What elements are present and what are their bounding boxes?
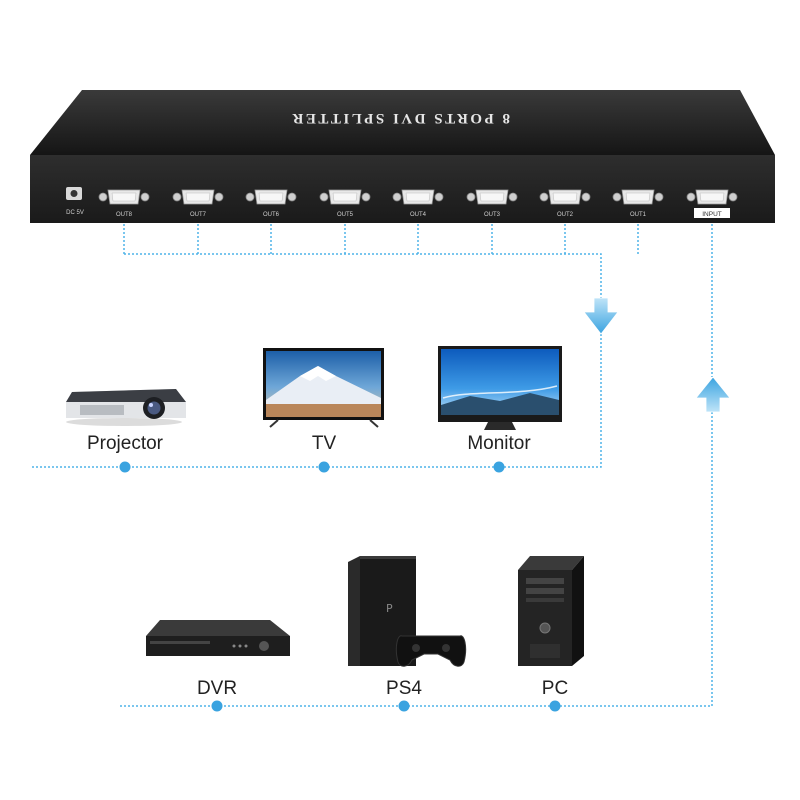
output-port-label: OUT7 (190, 212, 207, 218)
connection-lines (30, 224, 713, 707)
output-port-out7: OUT7 (172, 189, 224, 218)
device-top-panel (30, 90, 775, 155)
display-label-tv: TV (312, 433, 337, 454)
source-label-dvr: DVR (197, 678, 237, 699)
ps4-console-icon: P (348, 556, 467, 667)
output-port-out6: OUT6 (245, 189, 297, 218)
source-connection-dot (549, 700, 561, 712)
output-port-out5: OUT5 (319, 189, 371, 218)
source-connection-dot (398, 700, 410, 712)
connection-dots (119, 461, 561, 712)
output-port-out2: OUT2 (539, 189, 591, 218)
output-arrow-down (583, 297, 619, 335)
output-port-label: OUT5 (337, 212, 354, 218)
device-title: 8 PORTS DVI SPLITTER (290, 110, 510, 126)
gamepad-icon (395, 635, 467, 667)
power-port: DC 5V (66, 187, 84, 216)
output-port-label: OUT2 (557, 212, 574, 218)
power-port-label: DC 5V (66, 210, 84, 216)
display-connection-dot (493, 461, 505, 473)
output-port-label: OUT6 (263, 212, 280, 218)
pc-tower-icon (518, 556, 584, 666)
device-front-panel (30, 155, 775, 223)
display-label-projector: Projector (87, 433, 164, 454)
input-port-label: INPUT (702, 211, 722, 218)
projector-icon (66, 389, 186, 426)
output-port-label: OUT8 (116, 212, 133, 218)
output-port-out8: OUT8 (98, 189, 150, 218)
display-connection-dot (119, 461, 131, 473)
output-port-label: OUT3 (484, 212, 501, 218)
display-connection-dot (318, 461, 330, 473)
output-port-label: OUT4 (410, 212, 427, 218)
output-bus-line (124, 253, 602, 298)
output-port-out4: OUT4 (392, 189, 444, 218)
input-port: INPUT (686, 189, 738, 218)
source-label-pc: PC (542, 678, 568, 699)
monitor-icon (438, 346, 562, 430)
tv-icon (263, 348, 384, 428)
display-label-monitor: Monitor (467, 433, 531, 454)
input-arrow-up (695, 376, 731, 413)
playstation-logo: P (386, 602, 393, 615)
output-port-out1: OUT1 (612, 189, 664, 218)
source-label-ps4: PS4 (386, 678, 422, 699)
port-row: OUT8 OUT7 OUT6 OUT5 OUT4 OUT3 OUT2 OUT1 INPUT (98, 189, 738, 218)
output-port-label: OUT1 (630, 212, 647, 218)
source-connection-dot (211, 700, 223, 712)
display-bus-line (30, 334, 602, 468)
source-bus-line (118, 412, 713, 707)
dvr-icon (146, 620, 290, 656)
output-port-out3: OUT3 (466, 189, 518, 218)
